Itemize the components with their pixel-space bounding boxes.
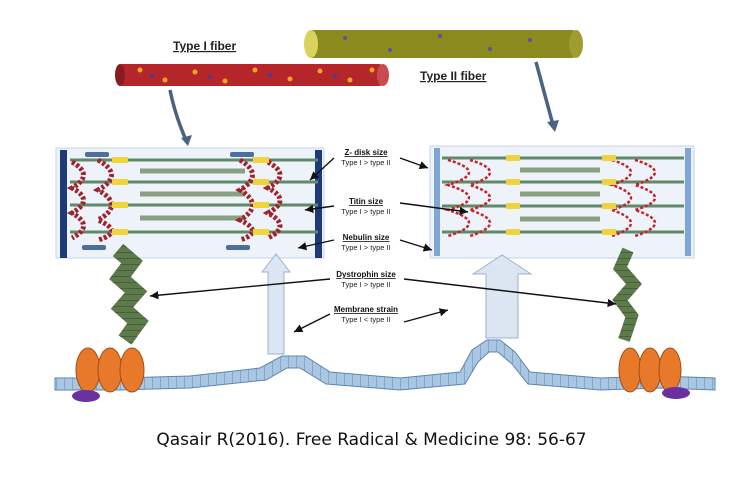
- z-disk-title: Z- disk size: [344, 148, 388, 157]
- type2-dystrophin: [612, 247, 642, 342]
- type1-dystrophin: [109, 243, 149, 345]
- z-disk-relation: Type I > type II: [341, 158, 390, 167]
- nebulin-relation: Type I > type II: [341, 243, 390, 252]
- type1-fiber: [115, 64, 389, 86]
- comparison-labels: Z- disk size Type I > type II Titin size…: [334, 148, 398, 324]
- type2-fiber: [304, 30, 583, 58]
- membrane-strain-relation: Type I < type II: [341, 315, 390, 324]
- type1-fiber-label: Type I fiber: [173, 39, 236, 53]
- type2-protein-complex: [618, 347, 690, 399]
- thick-filaments: [140, 168, 245, 221]
- curved-arrow-icon: [168, 89, 188, 141]
- titin-coils: [66, 157, 283, 243]
- titin-relation: Type I > type II: [341, 207, 390, 216]
- up-arrow-icon: [471, 254, 533, 339]
- membrane-strain-title: Membrane strain: [334, 305, 398, 314]
- dystrophin-title: Dystrophin size: [336, 270, 396, 279]
- citation-caption: Qasair R(2016). Free Radical & Medicine …: [156, 430, 587, 450]
- curved-arrow-icon: [534, 61, 555, 126]
- type2-sarcomere: [429, 145, 695, 259]
- nebulin-title: Nebulin size: [343, 233, 390, 242]
- type2-fiber-label: Type II fiber: [420, 69, 487, 83]
- cell-membrane: [54, 339, 716, 391]
- type1-sarcomere: [55, 147, 325, 259]
- titin-title: Titin size: [349, 197, 384, 206]
- dystrophin-relation: Type I > type II: [341, 280, 390, 289]
- fiber-dots: [137, 67, 375, 84]
- up-arrow-icon: [260, 253, 292, 355]
- z-disk-caps: [112, 157, 269, 235]
- type1-protein-complex: [72, 347, 145, 402]
- pointer-arrows: [149, 157, 617, 333]
